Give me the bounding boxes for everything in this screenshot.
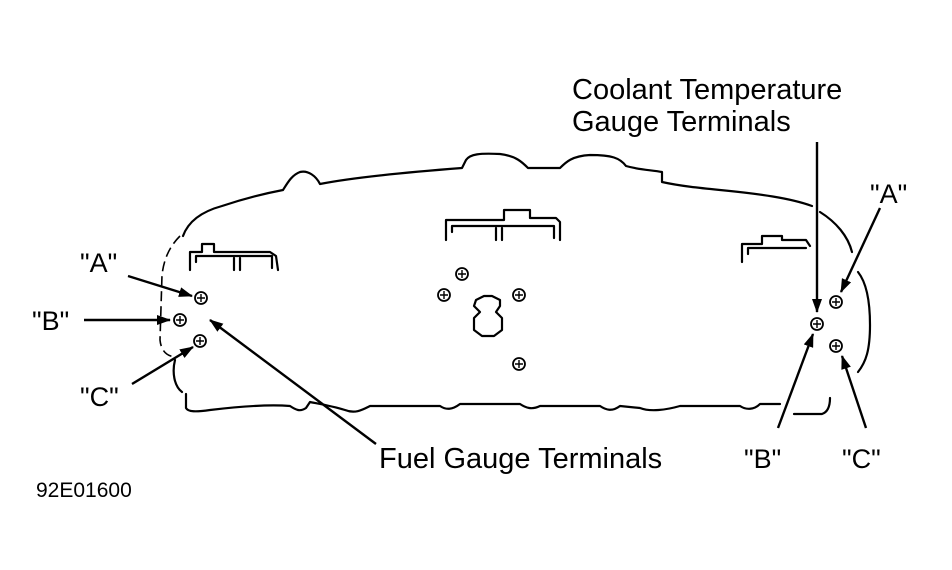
fuel-title: Fuel Gauge Terminals — [379, 443, 662, 475]
arrow-right-b — [776, 333, 815, 429]
terminal-center-top — [455, 267, 469, 281]
coolant-terminal-c — [829, 339, 843, 353]
fuel-terminal-a — [194, 291, 208, 305]
figure-code: 92E01600 — [36, 479, 132, 502]
arrow-left-c — [131, 345, 194, 386]
arrow-left-a — [127, 274, 193, 298]
cluster-housing-outline — [159, 152, 872, 416]
label-left-c: "C" — [80, 382, 119, 412]
terminal-center-left — [437, 288, 451, 302]
label-right-a: "A" — [870, 179, 907, 209]
arrow-right-a — [839, 207, 882, 293]
coolant-terminal-a — [829, 295, 843, 309]
fuel-terminal-b — [173, 313, 187, 327]
arrow-right-c — [840, 355, 868, 429]
arrow-fuel-label — [209, 319, 377, 445]
coolant-terminal-b — [810, 317, 824, 331]
label-left-a: "A" — [80, 248, 117, 278]
left-bracket-tab — [188, 242, 280, 272]
terminal-center-right — [512, 288, 526, 302]
right-bracket-tab — [740, 234, 812, 264]
label-left-b: "B" — [32, 306, 69, 336]
terminal-center-bottom — [512, 357, 526, 371]
coolant-title-line2: Gauge Terminals — [572, 106, 791, 138]
fuel-terminal-c — [193, 334, 207, 348]
center-connector-outline — [472, 294, 504, 338]
label-right-c: "C" — [842, 444, 881, 474]
center-bracket-tab — [444, 208, 562, 242]
label-right-b: "B" — [744, 444, 781, 474]
coolant-title-line1: Coolant Temperature — [572, 74, 842, 106]
